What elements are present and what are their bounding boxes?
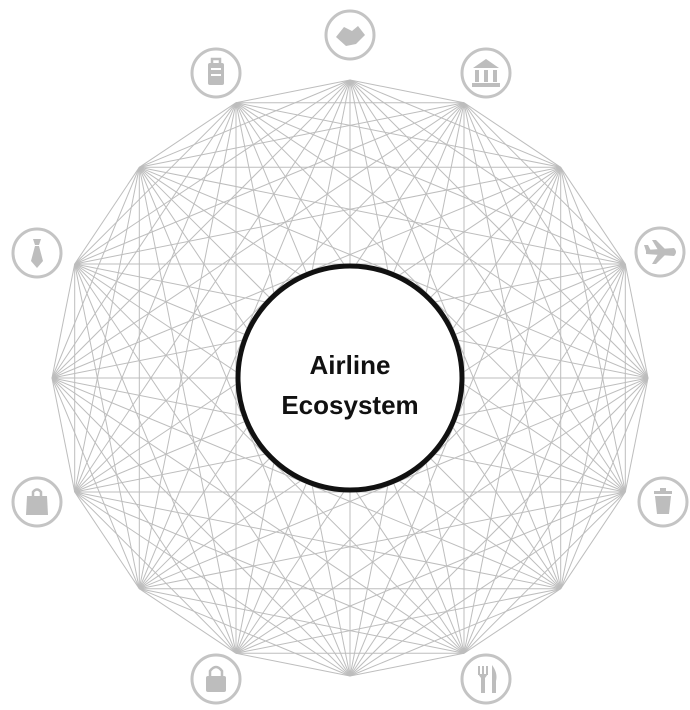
mesh-line [463, 377, 649, 654]
mesh-line [139, 102, 465, 168]
mesh-line [139, 102, 237, 168]
mesh-line [74, 102, 237, 493]
lock-icon [206, 665, 226, 692]
handshake-node[interactable] [324, 9, 376, 61]
trash-icon [654, 488, 672, 514]
mesh-line [463, 102, 649, 379]
mesh-line [349, 79, 465, 104]
mesh-line [349, 491, 626, 677]
mesh-line [51, 377, 76, 493]
mesh-line [235, 652, 351, 677]
mesh-line [560, 167, 626, 493]
mesh-line [74, 79, 351, 265]
shopping-bag-icon [26, 488, 48, 515]
mesh-line [139, 588, 237, 654]
lock-node[interactable] [190, 653, 242, 705]
mesh-line [349, 79, 626, 265]
suitcase-icon [208, 57, 224, 85]
mesh-line [235, 102, 626, 265]
handshake-icon [336, 26, 365, 46]
necktie-node[interactable] [11, 227, 63, 279]
mesh-line [139, 588, 465, 654]
cutlery-icon [478, 665, 497, 693]
mesh-line [74, 102, 237, 265]
mesh-line [51, 263, 76, 379]
trash-node[interactable] [637, 476, 689, 528]
mesh-line [138, 167, 237, 654]
mesh-line [138, 102, 237, 589]
mesh-line [51, 167, 140, 379]
mesh-line [235, 102, 649, 379]
mesh-line [235, 102, 561, 168]
mesh-line [74, 167, 140, 493]
bank-icon [472, 59, 500, 87]
mesh-line [74, 491, 351, 677]
mesh-line [74, 263, 237, 654]
hub-title-line1: Airline [310, 350, 391, 380]
airplane-node[interactable] [634, 226, 686, 278]
mesh-line [74, 263, 351, 677]
mesh-line [560, 263, 626, 589]
mesh-line [463, 102, 561, 168]
mesh-line [349, 652, 465, 677]
mesh-line [235, 588, 561, 654]
suitcase-node[interactable] [190, 47, 242, 99]
cutlery-node[interactable] [460, 653, 512, 705]
hub-title-line2: Ecosystem [281, 390, 418, 420]
shopping-bag-node[interactable] [11, 476, 63, 528]
airplane-icon [644, 240, 676, 264]
mesh-line [139, 588, 351, 677]
mesh-line [74, 491, 140, 589]
mesh-line [74, 167, 140, 265]
necktie-icon [31, 239, 43, 268]
mesh-line [624, 377, 649, 493]
mesh-line [463, 588, 561, 654]
mesh-line [51, 377, 237, 654]
mesh-line [235, 79, 351, 104]
mesh-line [560, 167, 626, 265]
mesh-line [74, 263, 140, 589]
bank-node[interactable] [460, 47, 512, 99]
mesh-line [560, 491, 626, 589]
mesh-line [51, 377, 140, 589]
central-hub: Airline Ecosystem [235, 263, 465, 493]
mesh-line [74, 491, 237, 654]
mesh-line [624, 263, 649, 379]
mesh-line [51, 102, 237, 379]
mesh-line [51, 377, 465, 654]
